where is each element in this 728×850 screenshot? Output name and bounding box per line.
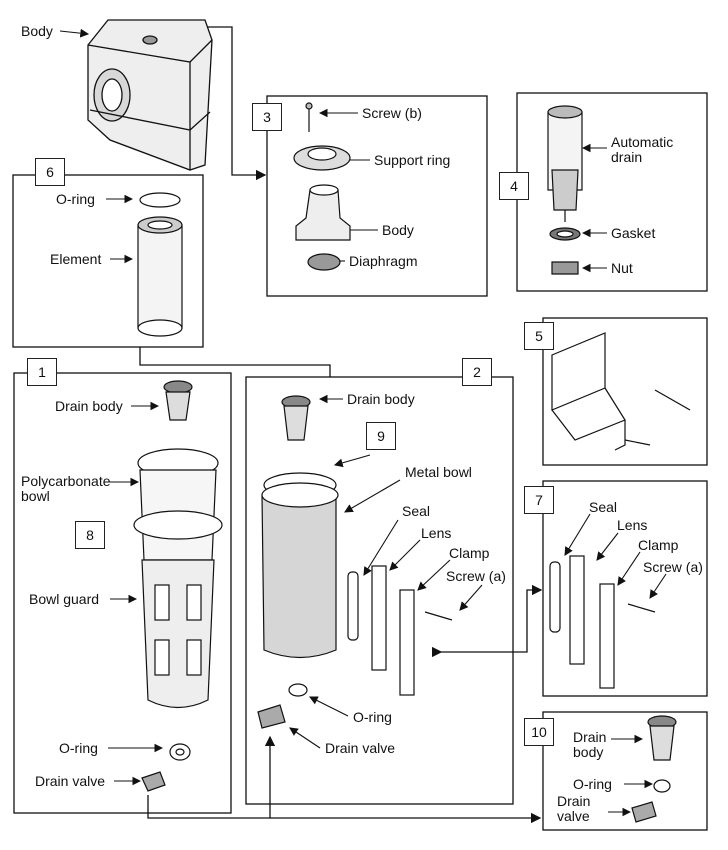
- label-o-ring-6: O-ring: [56, 191, 95, 207]
- panel-10-parts-drawing: [631, 715, 677, 823]
- panel-7-frame: [542, 480, 708, 697]
- label-nut: Nut: [611, 260, 633, 276]
- label-clamp-7: Clamp: [638, 537, 679, 553]
- callout-1: 1: [27, 358, 57, 386]
- label-diaphragm: Diaphragm: [349, 253, 418, 269]
- label-seal-7: Seal: [589, 499, 618, 515]
- label-bowl-guard: Bowl guard: [29, 591, 100, 607]
- panel-1-frame: [13, 372, 232, 814]
- label-element: Element: [50, 251, 102, 267]
- label-lens-2: Lens: [421, 525, 452, 541]
- label-drain-valve-2: Drain valve: [325, 740, 396, 756]
- label-gasket: Gasket: [611, 225, 656, 241]
- label-drain-valve-1: Drain valve: [35, 773, 106, 789]
- callout-4: 4: [499, 172, 529, 200]
- callout-5: 5: [524, 322, 554, 350]
- label-o-ring-10: O-ring: [573, 776, 612, 792]
- label-drain-valve-10: Drain valve: [557, 793, 591, 824]
- connector-lines: [139, 21, 543, 824]
- label-clamp-2: Clamp: [449, 545, 490, 561]
- label-o-ring-2: O-ring: [353, 709, 392, 725]
- label-body-mid: Body: [382, 222, 414, 238]
- panel-7-parts-drawing: [549, 555, 656, 689]
- callout-10: 10: [524, 718, 554, 746]
- panel-3-frame: [266, 95, 488, 297]
- label-metal-bowl: Metal bowl: [405, 464, 472, 480]
- label-o-ring-1: O-ring: [59, 740, 98, 756]
- label-drain-body-1: Drain body: [55, 398, 123, 414]
- body-cube-drawing: [87, 19, 213, 171]
- panel-4-parts-drawing: [547, 105, 583, 275]
- callout-7: 7: [524, 486, 554, 514]
- panel-1-parts-drawing: [133, 380, 223, 792]
- callout-8: 8: [75, 521, 105, 549]
- label-body-top: Body: [21, 23, 53, 39]
- label-seal-2: Seal: [402, 503, 431, 519]
- panel-5-frame: [542, 317, 708, 466]
- label-drain-body-10: Drain body: [573, 729, 607, 760]
- callout-2: 2: [462, 358, 492, 386]
- callout-6: 6: [35, 158, 65, 186]
- label-screw-b: Screw (b): [362, 105, 422, 121]
- label-lens-7: Lens: [617, 517, 648, 533]
- callout-3: 3: [252, 103, 282, 131]
- panel-6-parts-drawing: [137, 192, 183, 337]
- callout-9: 9: [366, 422, 396, 450]
- panel-10-frame: [542, 711, 708, 831]
- label-automatic-drain: Automatic drain: [611, 134, 674, 165]
- label-polycarbonate-bowl: Polycarbonate bowl: [21, 473, 111, 504]
- label-screw-a-2: Screw (a): [446, 568, 506, 584]
- label-screw-a-7: Screw (a): [643, 559, 703, 575]
- panel-2-parts-drawing: [257, 395, 453, 729]
- leader-arrows: [59, 28, 667, 817]
- panel-3-parts-drawing: [293, 102, 351, 271]
- panel-5-bracket-drawing: [551, 332, 691, 451]
- label-drain-body-2: Drain body: [347, 391, 415, 407]
- panel-6-frame: [12, 174, 204, 348]
- label-support-ring: Support ring: [374, 152, 451, 168]
